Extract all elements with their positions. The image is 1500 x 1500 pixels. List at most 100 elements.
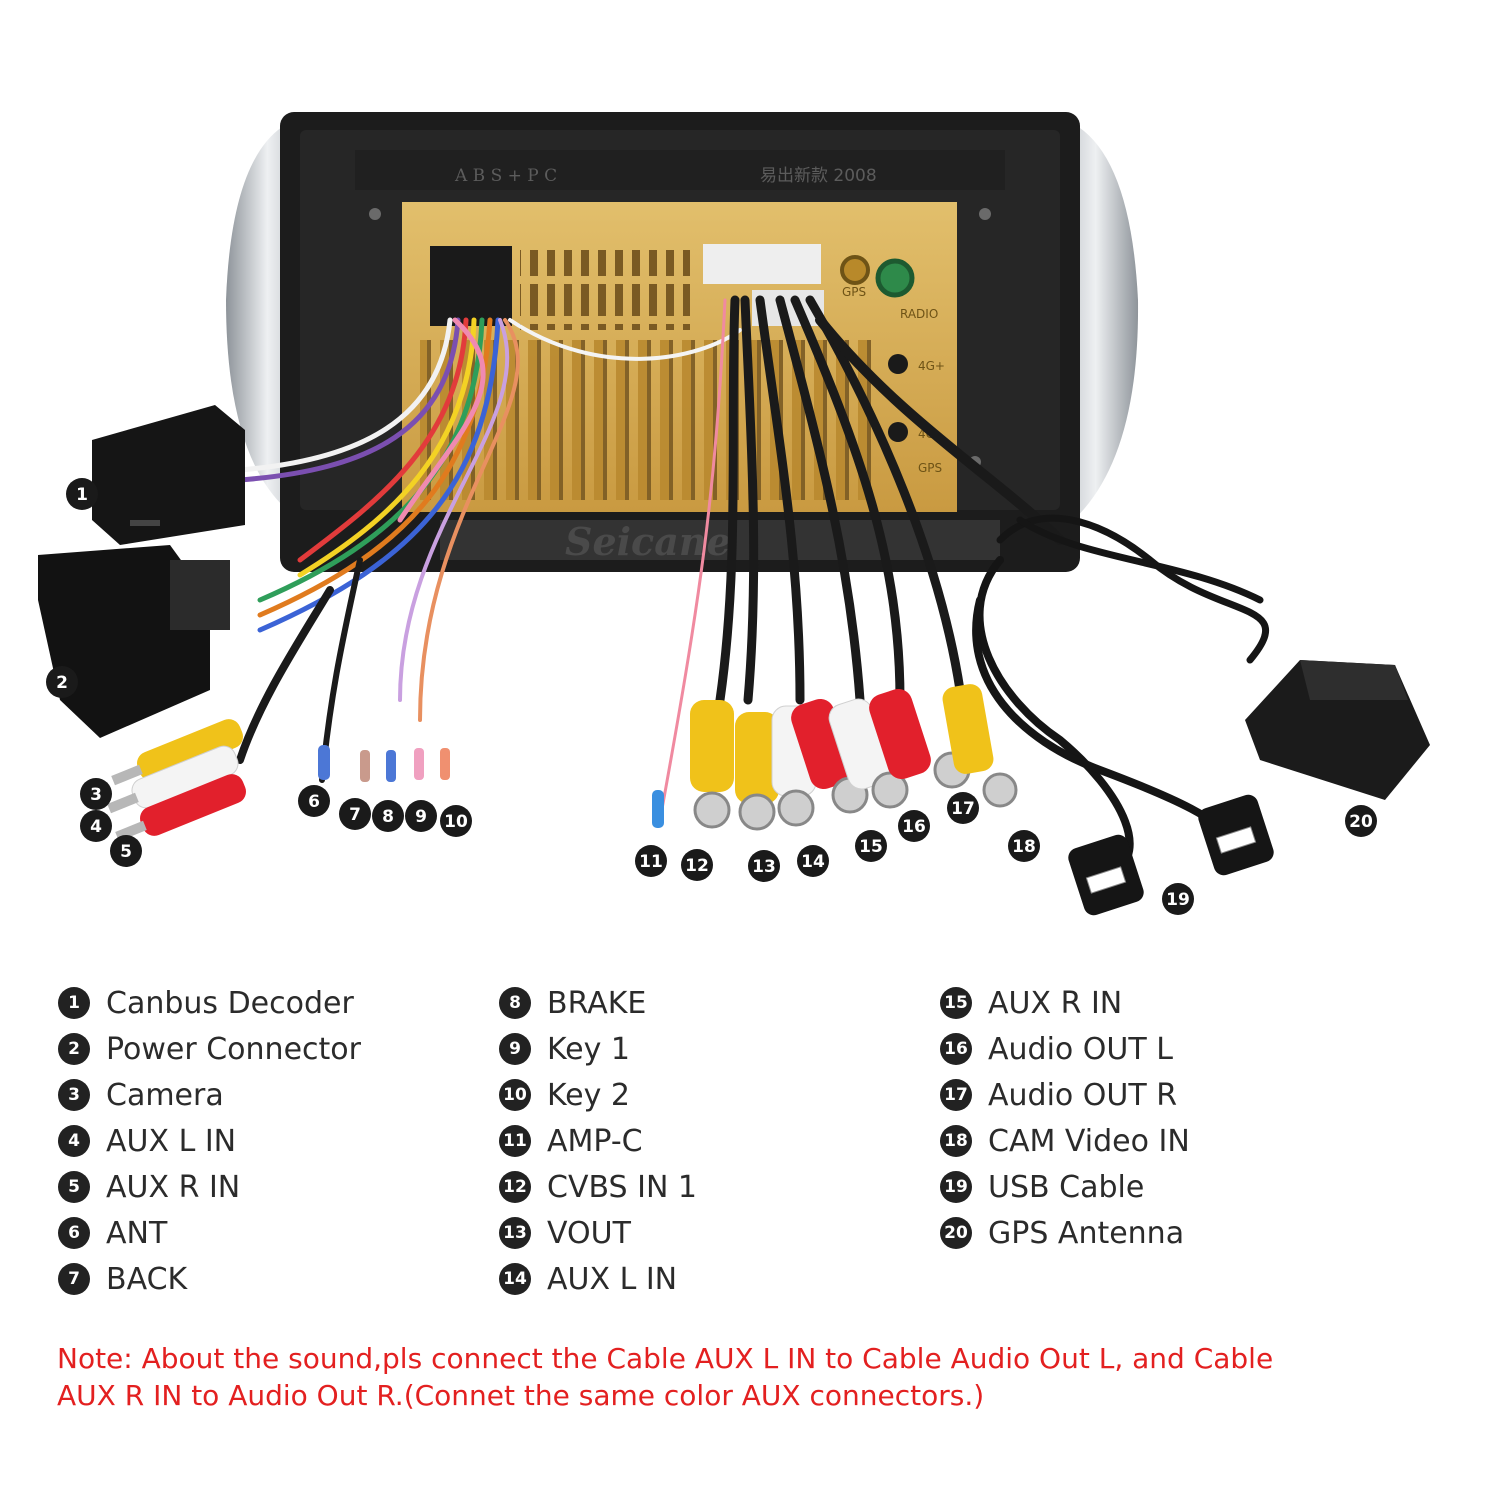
legend-item: 5 AUX R IN: [58, 1164, 361, 1210]
legend-item: 6 ANT: [58, 1210, 361, 1256]
legend-label: Audio OUT L: [988, 1031, 1173, 1067]
svg-text:6: 6: [308, 792, 320, 812]
legend-item: 8 BRAKE: [499, 980, 697, 1026]
legend-label: BRAKE: [547, 985, 647, 1021]
power-connector: [38, 545, 230, 738]
frame-plate-text-2: 易出新款 2008: [760, 166, 877, 186]
svg-text:9: 9: [415, 807, 427, 827]
svg-text:1: 1: [76, 485, 88, 505]
legend-column-3: 15 AUX R IN 16 Audio OUT L 17 Audio OUT R 1…: [940, 980, 1190, 1256]
callout-11: 11: [635, 845, 667, 877]
svg-text:7: 7: [349, 805, 361, 825]
svg-text:17: 17: [951, 799, 975, 819]
callout-16: 16: [898, 810, 930, 842]
legend-number: 14: [499, 1263, 531, 1295]
note-line-2: AUX R IN to Audio Out R.(Connet the same…: [57, 1379, 985, 1412]
legend-item: 14 AUX L IN: [499, 1256, 697, 1302]
usb-plugs: [1068, 794, 1274, 916]
av-harness-cables: [658, 295, 1065, 822]
radio-socket: [875, 258, 915, 298]
svg-text:5: 5: [120, 842, 132, 862]
callout-4: 4: [80, 810, 112, 842]
legend-label: GPS Antenna: [988, 1215, 1185, 1251]
svg-text:3: 3: [90, 785, 102, 805]
pin-wires: [236, 557, 450, 783]
callout-8: 8: [372, 800, 404, 832]
legend-label: Key 1: [547, 1031, 631, 1067]
legend-number: 18: [940, 1125, 972, 1157]
svg-text:4: 4: [90, 817, 102, 837]
legend-label: Audio OUT R: [988, 1077, 1178, 1113]
legend-label: AUX L IN: [547, 1261, 678, 1297]
callout-20: 20: [1345, 805, 1377, 837]
iso-connector: [430, 246, 512, 326]
rca-plugs-left: [107, 719, 246, 842]
svg-text:14: 14: [801, 852, 825, 872]
wiring-note: Note: About the sound,pls connect the Ca…: [57, 1340, 1457, 1414]
legend-number: 8: [499, 987, 531, 1019]
legend-number: 9: [499, 1033, 531, 1065]
legend-label: AUX R IN: [988, 985, 1123, 1021]
legend-label: AUX R IN: [106, 1169, 241, 1205]
svg-text:19: 19: [1166, 890, 1190, 910]
legend-label: CVBS IN 1: [547, 1169, 698, 1205]
note-line-1: Note: About the sound,pls connect the Ca…: [57, 1342, 1274, 1375]
legend-number: 5: [58, 1171, 90, 1203]
legend-number: 6: [58, 1217, 90, 1249]
legend-item: 15 AUX R IN: [940, 980, 1190, 1026]
callout-5: 5: [110, 835, 142, 867]
callout-14: 14: [797, 845, 829, 877]
callout-badges: 1 2 3 4 5 6 7 8 9 10 11 12 13 14 15 16 1…: [46, 478, 1377, 915]
svg-text:13: 13: [752, 857, 776, 877]
legend-number: 10: [499, 1079, 531, 1111]
callout-15: 15: [855, 830, 887, 862]
legend-item: 2 Power Connector: [58, 1026, 361, 1072]
port-label-gps-2: GPS: [918, 461, 942, 475]
legend-number: 16: [940, 1033, 972, 1065]
product-photo: A B S + P C 易出新款 2008 Seicane GPS RADIO …: [38, 112, 1430, 916]
callout-12: 12: [681, 849, 713, 881]
svg-text:10: 10: [444, 812, 468, 832]
callout-7: 7: [339, 798, 371, 830]
legend-item: 9 Key 1: [499, 1026, 697, 1072]
legend-item: 16 Audio OUT L: [940, 1026, 1190, 1072]
legend-label: Canbus Decoder: [106, 985, 354, 1021]
legend-number: 2: [58, 1033, 90, 1065]
legend-number: 13: [499, 1217, 531, 1249]
frame-plate-text: A B S + P C: [454, 166, 557, 186]
svg-text:11: 11: [639, 852, 663, 872]
legend-label: AMP-C: [547, 1123, 643, 1159]
legend-number: 17: [940, 1079, 972, 1111]
4g-plus-socket: [888, 354, 908, 374]
canbus-decoder: [92, 405, 245, 545]
svg-text:2: 2: [56, 673, 68, 693]
legend-number: 1: [58, 987, 90, 1019]
legend-number: 15: [940, 987, 972, 1019]
legend-item: 17 Audio OUT R: [940, 1072, 1190, 1118]
callout-18: 18: [1008, 830, 1040, 862]
legend-number: 20: [940, 1217, 972, 1249]
4g-minus-socket: [888, 422, 908, 442]
rca-jacks-center: [652, 684, 1018, 831]
legend-label: AUX L IN: [106, 1123, 237, 1159]
gps-socket: [840, 255, 870, 285]
callout-9: 9: [405, 800, 437, 832]
legend-label: Power Connector: [106, 1031, 361, 1067]
legend-item: 1 Canbus Decoder: [58, 980, 361, 1026]
gps-antenna: [1245, 660, 1430, 800]
svg-text:8: 8: [382, 807, 394, 827]
svg-text:20: 20: [1349, 812, 1373, 832]
svg-text:18: 18: [1012, 837, 1036, 857]
legend-label: ANT: [106, 1215, 168, 1251]
legend-number: 7: [58, 1263, 90, 1295]
legend-label: USB Cable: [988, 1169, 1145, 1205]
